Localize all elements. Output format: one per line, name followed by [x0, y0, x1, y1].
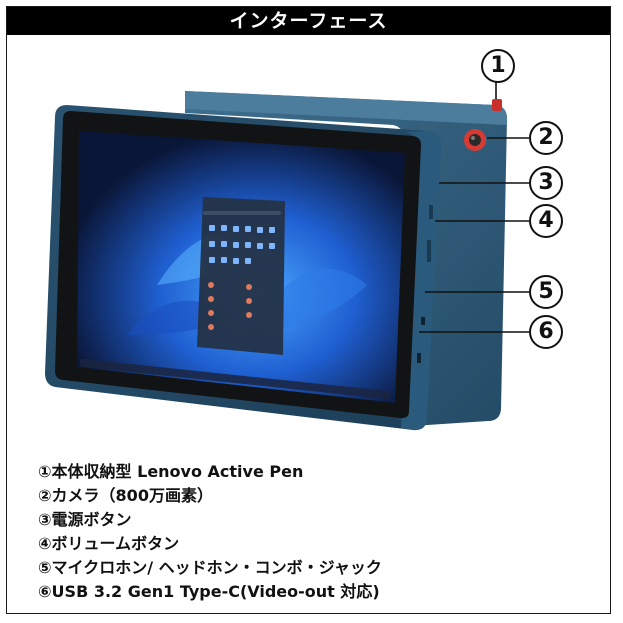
callout-6: 6 [529, 315, 563, 349]
callout-4: 4 [529, 204, 563, 238]
spec-item-power: ③電源ボタン [38, 510, 132, 529]
callout-3: 3 [529, 166, 563, 200]
spec-item-volume: ④ボリュームボタン [38, 534, 180, 553]
start-menu [197, 197, 285, 355]
page-title: インターフェース [7, 7, 610, 35]
spec-item-audio-jack: ⑤マイクロホン/ ヘッドホン・コンボ・ジャック [38, 558, 382, 577]
spec-item-usb: ⑥USB 3.2 Gen1 Type-C(Video-out 対応) [38, 582, 380, 601]
spec-list: ①本体収納型 Lenovo Active Pen ②カメラ（800万画素） ③電… [38, 460, 598, 604]
callout-5: 5 [529, 275, 563, 309]
interface-panel: インターフェース [6, 6, 611, 614]
power-button [429, 205, 433, 219]
tablet-illustration: 1 2 3 4 5 6 [7, 35, 610, 445]
callout-1: 1 [481, 49, 515, 83]
pen-slot [492, 99, 502, 111]
callout-2: 2 [529, 121, 563, 155]
spec-item-camera: ②カメラ（800万画素） [38, 486, 213, 505]
volume-button [427, 240, 431, 262]
tablet-front [45, 105, 441, 431]
tablet-image [45, 79, 529, 431]
audio-jack [421, 317, 425, 325]
usb-c-port [417, 353, 421, 363]
spec-item-pen: ①本体収納型 Lenovo Active Pen [38, 462, 304, 481]
